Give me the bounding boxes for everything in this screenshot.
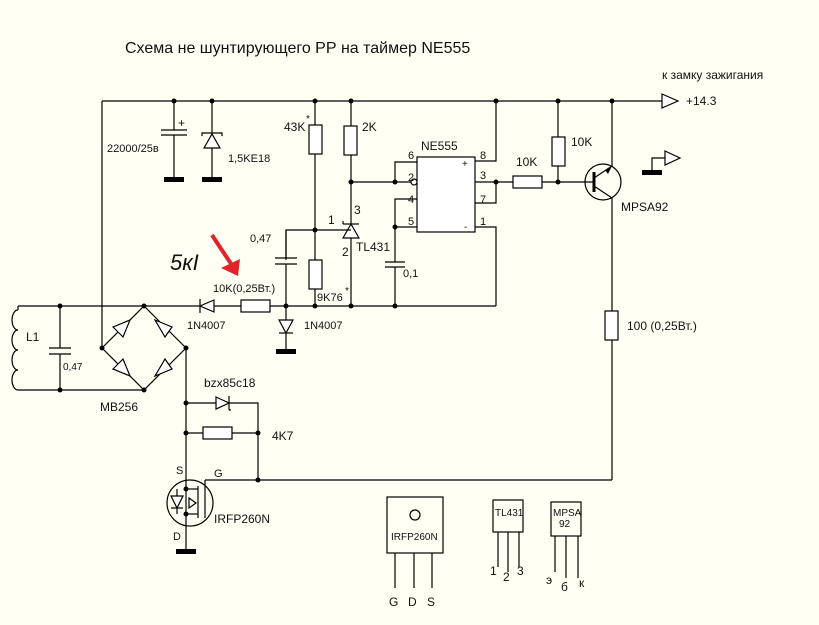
svg-text:*: *	[306, 114, 310, 125]
svg-text:+: +	[462, 159, 468, 170]
coil-l1	[11, 306, 147, 393]
transistor-mpsa92	[567, 101, 622, 480]
svg-text:5: 5	[408, 216, 414, 228]
r4k7-label: 4K7	[272, 429, 294, 443]
svg-text:3: 3	[354, 203, 361, 217]
pinout-mpsa92	[550, 501, 582, 578]
coil-label: L1	[26, 330, 40, 344]
svg-text:э: э	[546, 573, 552, 587]
zener-label: bzx85c18	[204, 376, 256, 390]
resistor-2k	[343, 101, 395, 224]
svg-text:1: 1	[328, 213, 335, 227]
svg-text:TL431: TL431	[495, 508, 524, 519]
ne555-label: NE555	[421, 139, 458, 153]
mosfet-label: IRFP260N	[214, 512, 270, 526]
handwritten-note: 5кI	[170, 250, 199, 275]
r10k-top-label: 10K	[571, 135, 592, 149]
diode-input-label: 1N4007	[187, 320, 226, 332]
r43k-label: 43K	[284, 120, 305, 134]
schematic-title: Схема не шунтирующего РР на таймер NE555	[125, 40, 470, 57]
capacitor-047	[275, 230, 297, 306]
tvs-label: 1,5KE18	[228, 153, 270, 165]
resistor-43k	[308, 101, 323, 260]
svg-text:S: S	[176, 465, 183, 477]
svg-text:S: S	[427, 595, 435, 609]
ignition-label: к замку зажигания	[662, 68, 763, 82]
pinout-tl431	[492, 499, 524, 572]
supply-port-icon	[661, 93, 680, 109]
svg-text:2: 2	[503, 570, 510, 584]
r2k-label: 2K	[362, 120, 377, 134]
cap-plus: +	[178, 116, 185, 130]
svg-text:IRFP260N: IRFP260N	[391, 532, 438, 543]
mosfet-irfp260n	[166, 479, 214, 554]
top-rail	[102, 93, 680, 109]
r10k-base-label: 10K	[516, 155, 537, 169]
svg-text:3: 3	[480, 170, 486, 182]
zener-diode	[183, 396, 259, 480]
svg-text:1: 1	[490, 564, 497, 578]
mpsa92-label: MPSA92	[621, 200, 669, 214]
ground-icon	[276, 349, 296, 354]
capacitor-main	[161, 101, 187, 182]
r9k76-label: 9K76	[317, 292, 343, 304]
resistor-10k-base	[512, 175, 567, 189]
svg-text:2: 2	[342, 245, 349, 259]
resistor-9k76	[308, 259, 323, 306]
c01-label: 0,1	[403, 268, 418, 280]
ne555-ic	[392, 101, 513, 306]
svg-text:D: D	[173, 531, 181, 543]
svg-text:2: 2	[408, 172, 414, 184]
svg-text:G: G	[214, 468, 223, 480]
bridge-rectifier	[99, 305, 189, 391]
svg-text:D: D	[408, 595, 417, 609]
svg-text:3: 3	[517, 564, 524, 578]
pinout-irfp260n	[386, 496, 444, 588]
resistor-4k7	[183, 426, 261, 440]
bridge-label: MB256	[100, 400, 138, 414]
diode-input	[198, 299, 215, 313]
svg-text:7: 7	[480, 194, 486, 206]
ground-port-icon	[642, 150, 682, 175]
resistor-10k-input	[240, 299, 271, 313]
svg-text:к: к	[579, 576, 585, 590]
resistor-10k-top	[551, 101, 566, 182]
svg-text:6: 6	[408, 150, 414, 162]
svg-text:1: 1	[480, 216, 486, 228]
svg-text:-: -	[464, 222, 467, 233]
svg-text:MPSA: MPSA	[553, 508, 582, 519]
c-coil-label: 0,47	[63, 362, 83, 373]
svg-text:92: 92	[559, 519, 571, 530]
cap-main-label: 22000/25в	[107, 143, 159, 155]
r100-label: 100 (0,25Вт.)	[627, 319, 697, 333]
resistor-100	[604, 310, 619, 341]
svg-text:8: 8	[480, 150, 486, 162]
svg-text:G: G	[389, 595, 398, 609]
r10k-input-label: 10K(0,25Вт.)	[213, 283, 275, 295]
capacitor-coil	[49, 306, 71, 390]
svg-text:4: 4	[408, 194, 414, 206]
svg-text:б: б	[561, 580, 568, 594]
capacitor-01	[385, 227, 405, 306]
red-arrow-icon	[210, 233, 240, 276]
diode-gnd	[276, 306, 296, 354]
tvs-diode	[201, 101, 223, 182]
diode-gnd-label: 1N4007	[304, 320, 343, 332]
tl431-label: TL431	[356, 240, 390, 254]
svg-text:*: *	[345, 286, 349, 297]
c047-label: 0,47	[250, 233, 271, 245]
ground-icon	[202, 177, 222, 182]
supply-label: +14.3	[686, 94, 717, 108]
ground-icon	[176, 549, 196, 554]
ground-icon	[164, 177, 184, 182]
